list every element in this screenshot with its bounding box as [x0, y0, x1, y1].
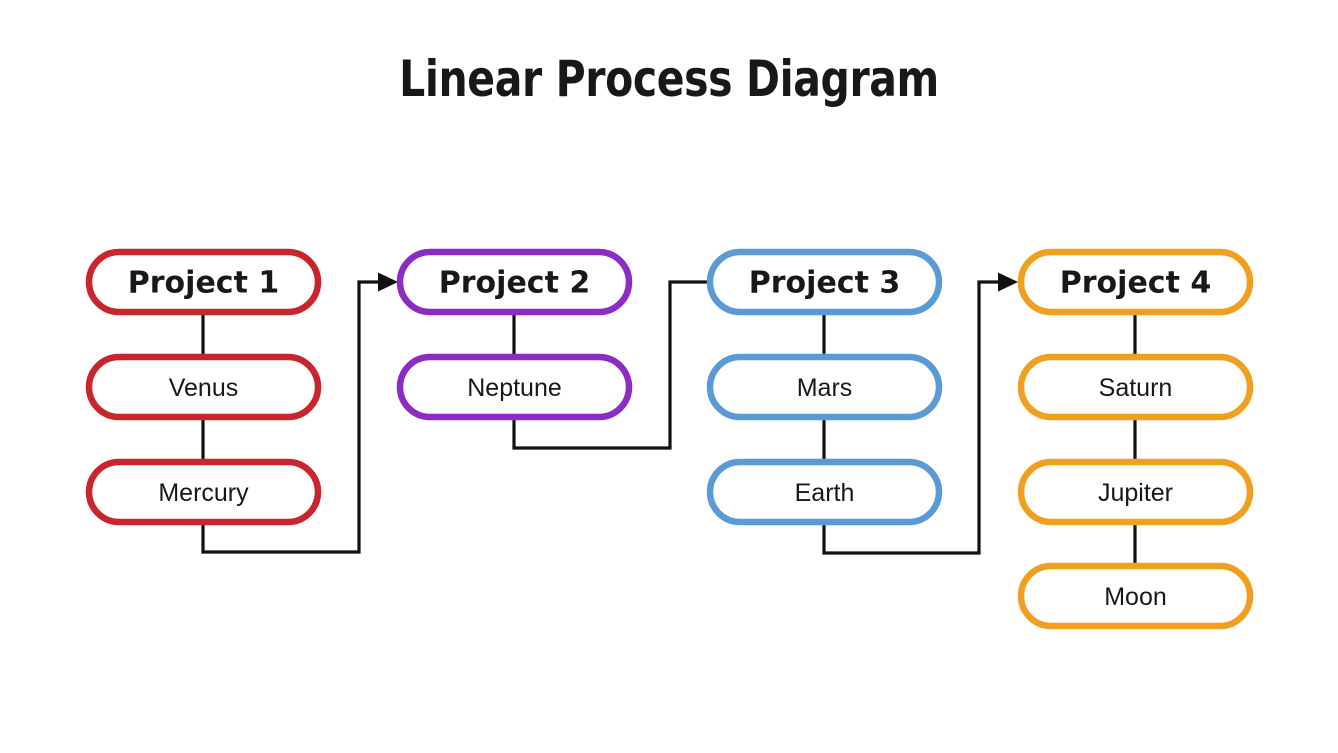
node-project-2-header[interactable]: Project 2 — [396, 248, 633, 316]
node-label: Neptune — [467, 374, 562, 402]
pill-shape — [706, 458, 943, 526]
pill-shape — [706, 248, 943, 316]
node-project-3-header[interactable]: Project 3 — [706, 248, 943, 316]
node-moon[interactable]: Moon — [1017, 562, 1254, 630]
pill-shape — [85, 353, 322, 421]
pill-shape — [1017, 248, 1254, 316]
node-earth[interactable]: Earth — [706, 458, 943, 526]
connector-project3-to-project4 — [822, 280, 1010, 555]
connectors-group — [201, 272, 1137, 569]
pill-shape — [396, 353, 633, 421]
node-label: Saturn — [1099, 374, 1173, 402]
connector-project2-to-project3 — [512, 280, 710, 450]
page-title: Linear Process Diagram — [399, 50, 939, 108]
connector-project1-to-project2 — [201, 280, 390, 554]
pill-shape — [1017, 458, 1254, 526]
node-saturn[interactable]: Saturn — [1017, 353, 1254, 421]
node-venus[interactable]: Venus — [85, 353, 322, 421]
node-neptune[interactable]: Neptune — [396, 353, 633, 421]
node-label: Moon — [1104, 583, 1167, 611]
node-project-4-header[interactable]: Project 4 — [1017, 248, 1254, 316]
arrowhead-to-project2 — [378, 272, 398, 292]
arrowhead-to-project4 — [998, 272, 1018, 292]
column-project-4: Project 4 Saturn Jupiter Moon — [1017, 248, 1254, 630]
pill-shape — [706, 353, 943, 421]
pill-shape — [85, 458, 322, 526]
node-label: Project 4 — [1060, 266, 1211, 301]
node-label: Project 1 — [128, 266, 279, 301]
node-mercury[interactable]: Mercury — [85, 458, 322, 526]
node-label: Venus — [169, 374, 239, 402]
node-label: Project 3 — [749, 266, 900, 301]
pill-shape — [1017, 562, 1254, 630]
node-label: Earth — [795, 479, 855, 507]
column-project-1: Project 1 Venus Mercury — [85, 248, 322, 526]
pill-shape — [396, 248, 633, 316]
node-jupiter[interactable]: Jupiter — [1017, 458, 1254, 526]
pill-shape — [1017, 353, 1254, 421]
node-project-1-header[interactable]: Project 1 — [85, 248, 322, 316]
column-project-2: Project 2 Neptune — [396, 248, 633, 421]
node-label: Mercury — [158, 479, 249, 507]
node-label: Project 2 — [439, 266, 590, 301]
node-label: Jupiter — [1098, 479, 1173, 507]
column-project-3: Project 3 Mars Earth — [706, 248, 943, 526]
pill-shape — [85, 248, 322, 316]
node-mars[interactable]: Mars — [706, 353, 943, 421]
node-label: Mars — [797, 374, 853, 402]
